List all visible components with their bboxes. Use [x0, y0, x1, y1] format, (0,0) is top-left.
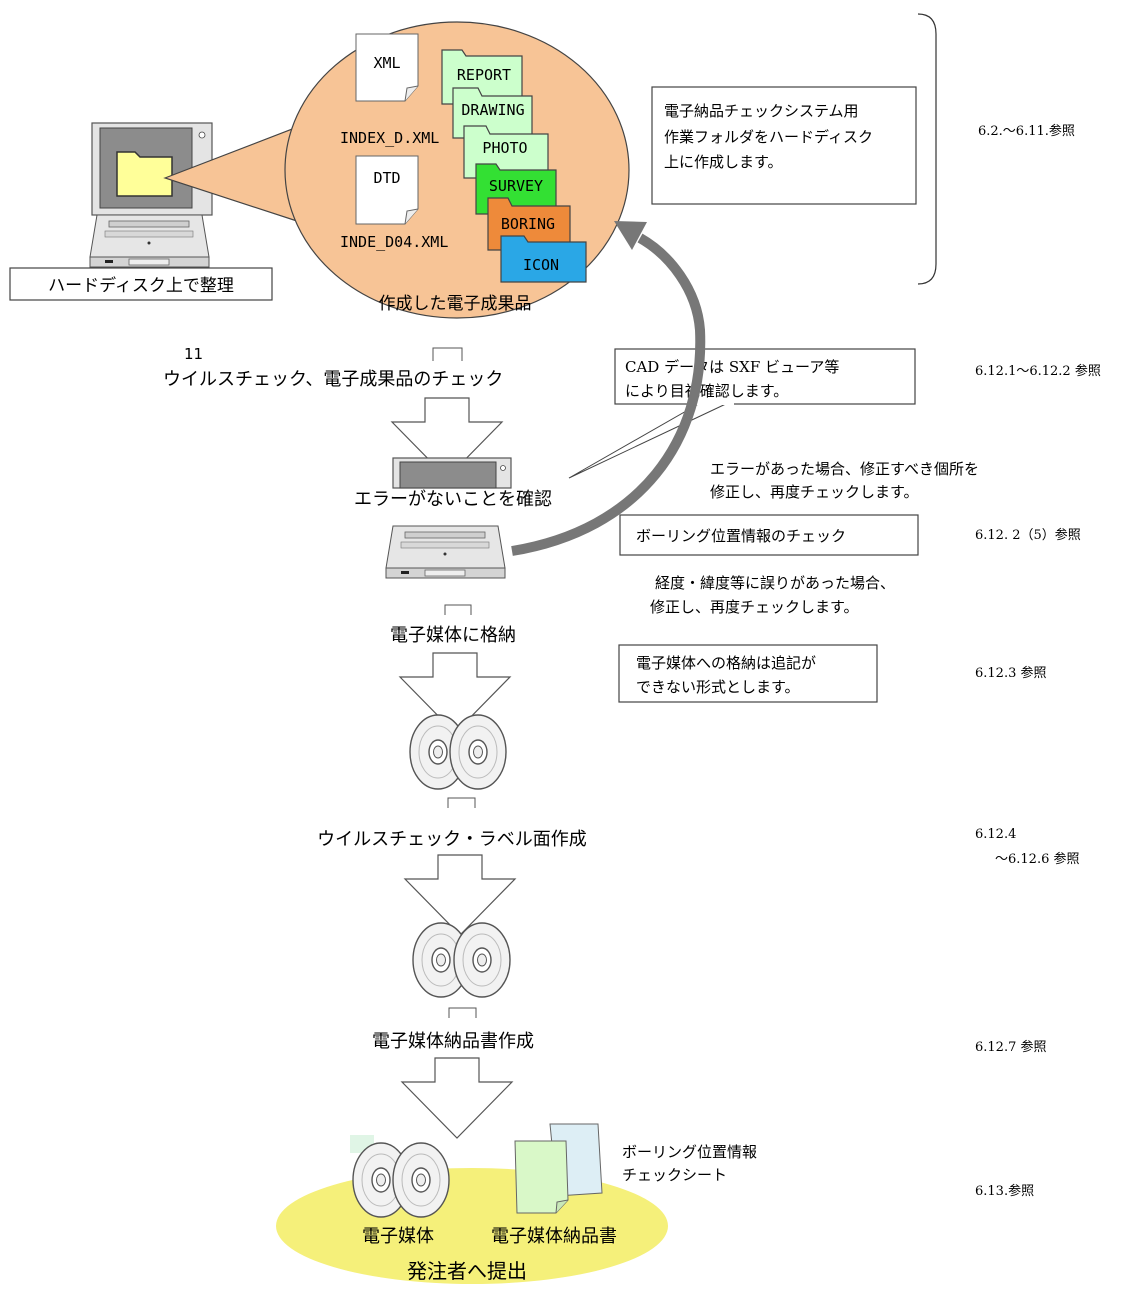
hd-organize-label: ハードディスク上で整理 — [48, 275, 234, 296]
step1-label: ウイルスチェック、電子成果品のチェック — [163, 369, 503, 390]
boring-note-line-2: 修正し、再度チェックします。 — [650, 598, 859, 616]
folder-label-survey: SURVEY — [489, 177, 543, 195]
ref-6-2-6-11: 6.2.～6.11.参照 — [978, 123, 1075, 139]
step1-label-prefix: ウイル — [163, 369, 217, 390]
checking-laptop-base-icon — [385, 525, 506, 579]
step-number: 11 — [184, 345, 203, 363]
boring-check-label: ボーリング位置情報のチェック — [636, 527, 846, 545]
cd-pair-icon-final — [350, 1135, 450, 1218]
storage-note-line-1: 電子媒体への格納は追記が — [636, 654, 816, 672]
confirm-no-errors-label: エラーがないことを確認 — [354, 489, 552, 510]
work-folder-note-line-3: 上に作成します。 — [664, 153, 783, 171]
media-label: 電子媒体 — [362, 1226, 434, 1247]
screen-folder-icon — [116, 151, 173, 197]
recheck-arrowhead — [614, 221, 647, 250]
sheet-caption-line-1: ボーリング位置情報 — [622, 1143, 757, 1161]
work-folder-note-box — [651, 86, 917, 205]
folder-label-report: REPORT — [457, 66, 511, 84]
dtd-document-icon — [355, 155, 419, 225]
xml-doc-label: XML — [373, 54, 400, 72]
dtd-doc-label: DTD — [373, 169, 400, 187]
sheet-caption-line-2: チェックシート — [622, 1166, 727, 1184]
connector-bracket — [432, 347, 463, 361]
boring-check-box — [619, 514, 919, 556]
folder-label-boring: BORING — [501, 215, 555, 233]
ref-6-12-1: 6.12.1～6.12.2 参照 — [975, 363, 1101, 379]
folder-label-icon: ICON — [523, 256, 559, 274]
down-arrow-3 — [404, 854, 516, 936]
connector-bracket-2 — [444, 604, 472, 615]
delivery-doc-label: 電子媒体納品書 — [491, 1226, 617, 1247]
checking-laptop-screen-icon — [392, 457, 512, 489]
ref-6-13: 6.13.参照 — [975, 1183, 1034, 1199]
work-folder-note-line-1: 電子納品チェックシステム用 — [664, 102, 859, 120]
delivery-document-sheets-icon — [514, 1123, 603, 1214]
dtd-file-name: INDE_D04.XML — [340, 233, 448, 251]
cad-note-line-2: により目視確認します。 — [625, 382, 788, 400]
boring-note-line-1: 経度・緯度等に誤りがあった場合、 — [655, 574, 895, 592]
storage-note-line-2: できない形式とします。 — [636, 678, 800, 696]
hd-organize-box — [9, 267, 273, 301]
connector-bracket-3 — [447, 797, 476, 808]
folder-label-drawing: DRAWING — [461, 101, 524, 119]
icon-folder-icon — [500, 235, 587, 283]
cd-pair-icon-1 — [409, 714, 507, 790]
cad-note-line-1: CAD データは SXF ビューア等 — [625, 358, 839, 376]
ref-6-12-7: 6.12.7 参照 — [975, 1039, 1046, 1055]
recheck-loop-arrow — [511, 233, 706, 556]
submit-to-client-label: 発注者へ提出 — [407, 1259, 527, 1283]
ref-6-12-3: 6.12.3 参照 — [975, 665, 1046, 681]
cd-pair-icon-2 — [412, 922, 511, 998]
ref-6-12-6: ～6.12.6 参照 — [995, 851, 1079, 867]
virus-label-step-label: ウイルスチェック・ラベル面作成 — [317, 829, 587, 850]
ref-6-12-2-5: 6.12. 2（5）参照 — [975, 527, 1081, 543]
cad-note-box — [614, 348, 916, 405]
down-arrow-4 — [401, 1057, 513, 1139]
xml-file-name: INDEX_D.XML — [340, 129, 439, 147]
cad-callout-pointer — [568, 401, 731, 479]
connector-bracket-4 — [448, 1007, 477, 1018]
xml-document-icon — [355, 33, 419, 102]
storage-note-box — [618, 644, 878, 703]
delivery-note-step-label: 電子媒体納品書作成 — [372, 1031, 534, 1052]
error-note-line-2: 修正し、再度チェックします。 — [710, 483, 919, 501]
folder-label-photo: PHOTO — [482, 139, 527, 157]
step1-label-rest: スチェック、電子成果品のチェック — [217, 369, 503, 390]
bubble-caption: 作成した電子成果品 — [379, 294, 532, 314]
ref-6-12-4: 6.12.4 — [975, 827, 1016, 842]
section-bracket — [917, 13, 937, 285]
store-media-label: 電子媒体に格納 — [390, 625, 516, 646]
work-folder-note-line-2: 作業フォルダをハードディスク — [664, 128, 873, 146]
error-note-line-1: エラーがあった場合、修正すべき個所を — [710, 460, 979, 478]
